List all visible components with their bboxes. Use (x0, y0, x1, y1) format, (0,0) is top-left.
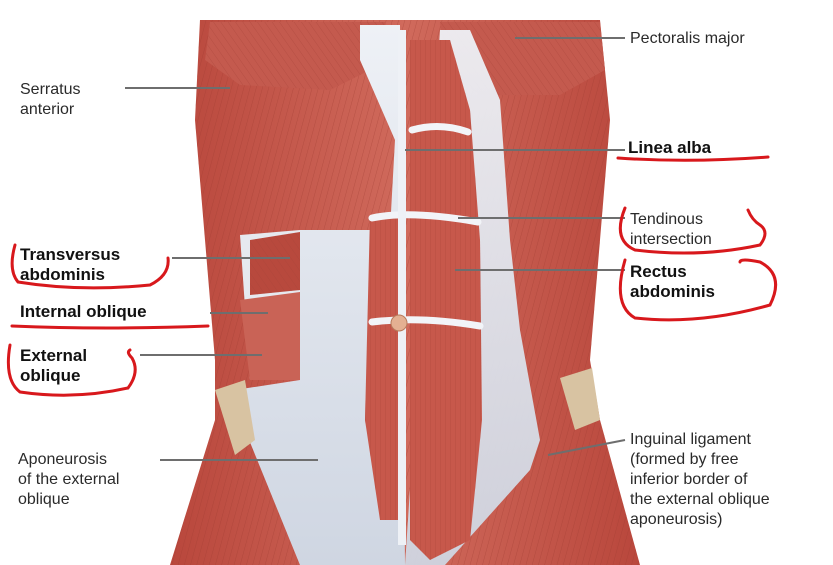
label-aponeurosis: Aponeurosis of the external oblique (18, 451, 120, 508)
label-serratus-anterior: Serratus anterior (20, 81, 81, 118)
label-inguinal-ligament: Inguinal ligament (formed by free inferi… (630, 431, 770, 528)
circle-external-oblique (6, 343, 137, 397)
leader-lines (125, 37, 626, 461)
pectoralis-major-muscle (205, 22, 605, 95)
underline-linea-alba (616, 155, 770, 162)
underline-internal-oblique (10, 324, 210, 330)
label-internal-oblique: Internal oblique (20, 302, 147, 321)
circle-tendinous-intersection (618, 206, 767, 255)
red-annotations (6, 155, 778, 397)
tendinous-intersections (368, 123, 484, 330)
label-linea-alba: Linea alba (628, 138, 712, 157)
label-pectoralis-major: Pectoralis major (630, 30, 745, 47)
label-rectus-abdominis: Rectus abdominis (630, 262, 716, 301)
label-external-oblique: External oblique (20, 346, 88, 385)
rectus-abdominis-muscle (365, 40, 482, 560)
inguinal-ligament (215, 368, 600, 455)
label-transversus-abdominis: Transversus abdominis (20, 245, 121, 284)
umbilicus (390, 314, 408, 332)
circle-rectus-abdominis (618, 258, 778, 322)
label-tendinous-intersection: Tendinous intersection (630, 211, 712, 248)
circle-transversus-abdominis (10, 243, 170, 290)
